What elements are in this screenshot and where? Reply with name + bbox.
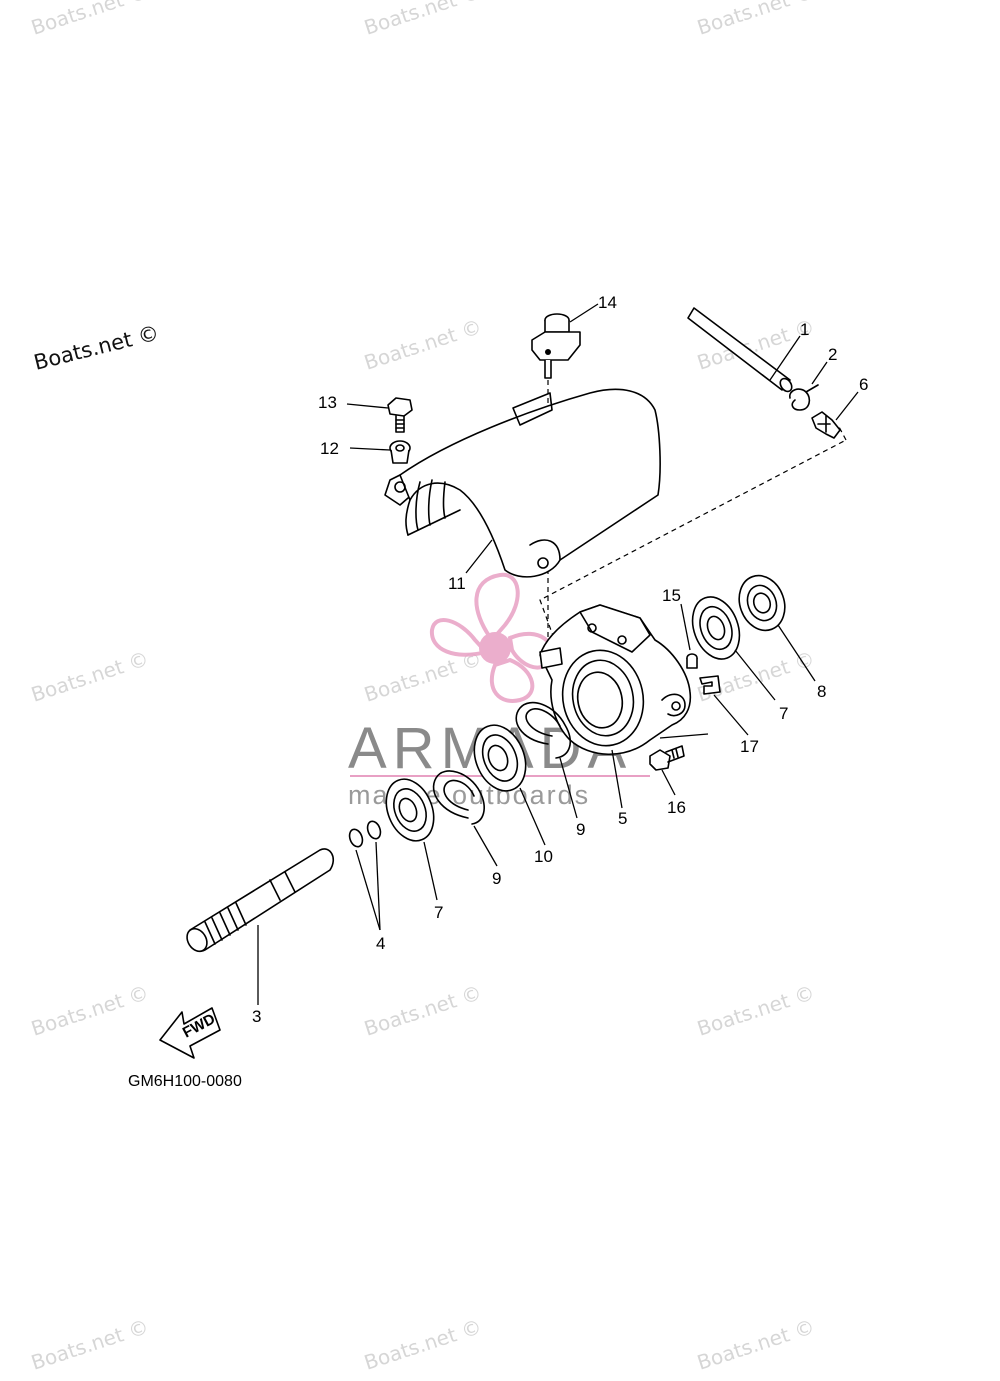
- part-16: [649, 745, 685, 771]
- propeller-icon: [429, 572, 554, 703]
- callout-10: 10: [534, 847, 553, 866]
- part-8: [738, 574, 786, 632]
- watermark: Boats.net ©: [31, 321, 161, 375]
- callout-13: 13: [318, 393, 337, 412]
- part-2: [789, 384, 819, 411]
- watermark: Boats.net ©: [361, 314, 484, 375]
- watermark: Boats.net ©: [361, 0, 484, 40]
- part-13: [387, 397, 413, 433]
- watermarks: Boats.net © Boats.net © Boats.net © Boat…: [28, 0, 817, 1375]
- part-3: [186, 848, 335, 953]
- callout-15: 15: [662, 586, 681, 605]
- callout-14: 14: [598, 293, 617, 312]
- callout-17: 17: [740, 737, 759, 756]
- part-9-left: [432, 770, 485, 825]
- leader-lines: [257, 303, 859, 1005]
- part-14: [531, 313, 581, 379]
- callout-9-right: 9: [576, 820, 585, 839]
- callouts: 1 2 3 4 5 6 7 7 8 9 9 10 11 12 13 14 15 …: [252, 293, 868, 1026]
- part-10: [473, 724, 527, 792]
- part-6: [811, 411, 841, 439]
- callout-2: 2: [828, 345, 837, 364]
- callout-5: 5: [618, 809, 627, 828]
- part-12: [389, 440, 411, 464]
- callout-1: 1: [800, 320, 809, 339]
- part-4: [348, 820, 382, 848]
- callout-3: 3: [252, 1007, 261, 1026]
- part-15: [686, 653, 698, 669]
- diagram-code: GM6H100-0080: [128, 1073, 242, 1090]
- guide-line: [837, 424, 847, 441]
- fwd-arrow-icon: FWD: [159, 1007, 221, 1059]
- watermark: Boats.net ©: [28, 1314, 151, 1375]
- watermark: Boats.net ©: [694, 980, 817, 1041]
- part-1: [687, 307, 793, 393]
- callout-4: 4: [376, 934, 385, 953]
- callout-16: 16: [667, 798, 686, 817]
- watermark: Boats.net ©: [694, 0, 817, 40]
- part-5: [539, 604, 692, 756]
- callout-7-right: 7: [779, 704, 788, 723]
- callout-8: 8: [817, 682, 826, 701]
- watermark: Boats.net ©: [694, 1314, 817, 1375]
- part-17: [699, 675, 721, 695]
- watermark: Boats.net ©: [361, 980, 484, 1041]
- part-9-right: [515, 701, 572, 759]
- part-7-right: [691, 596, 741, 660]
- watermark: Boats.net ©: [28, 646, 151, 707]
- logo-tagline: marine outboards: [348, 780, 590, 810]
- watermark: Boats.net ©: [361, 1314, 484, 1375]
- callout-12: 12: [320, 439, 339, 458]
- callout-7-left: 7: [434, 903, 443, 922]
- part-11: [384, 388, 661, 578]
- watermark: Boats.net ©: [28, 0, 151, 40]
- part-7-left: [385, 778, 435, 842]
- callout-11: 11: [448, 574, 466, 593]
- callout-9-left: 9: [492, 869, 501, 888]
- watermark: Boats.net ©: [28, 980, 151, 1041]
- callout-6: 6: [859, 375, 868, 394]
